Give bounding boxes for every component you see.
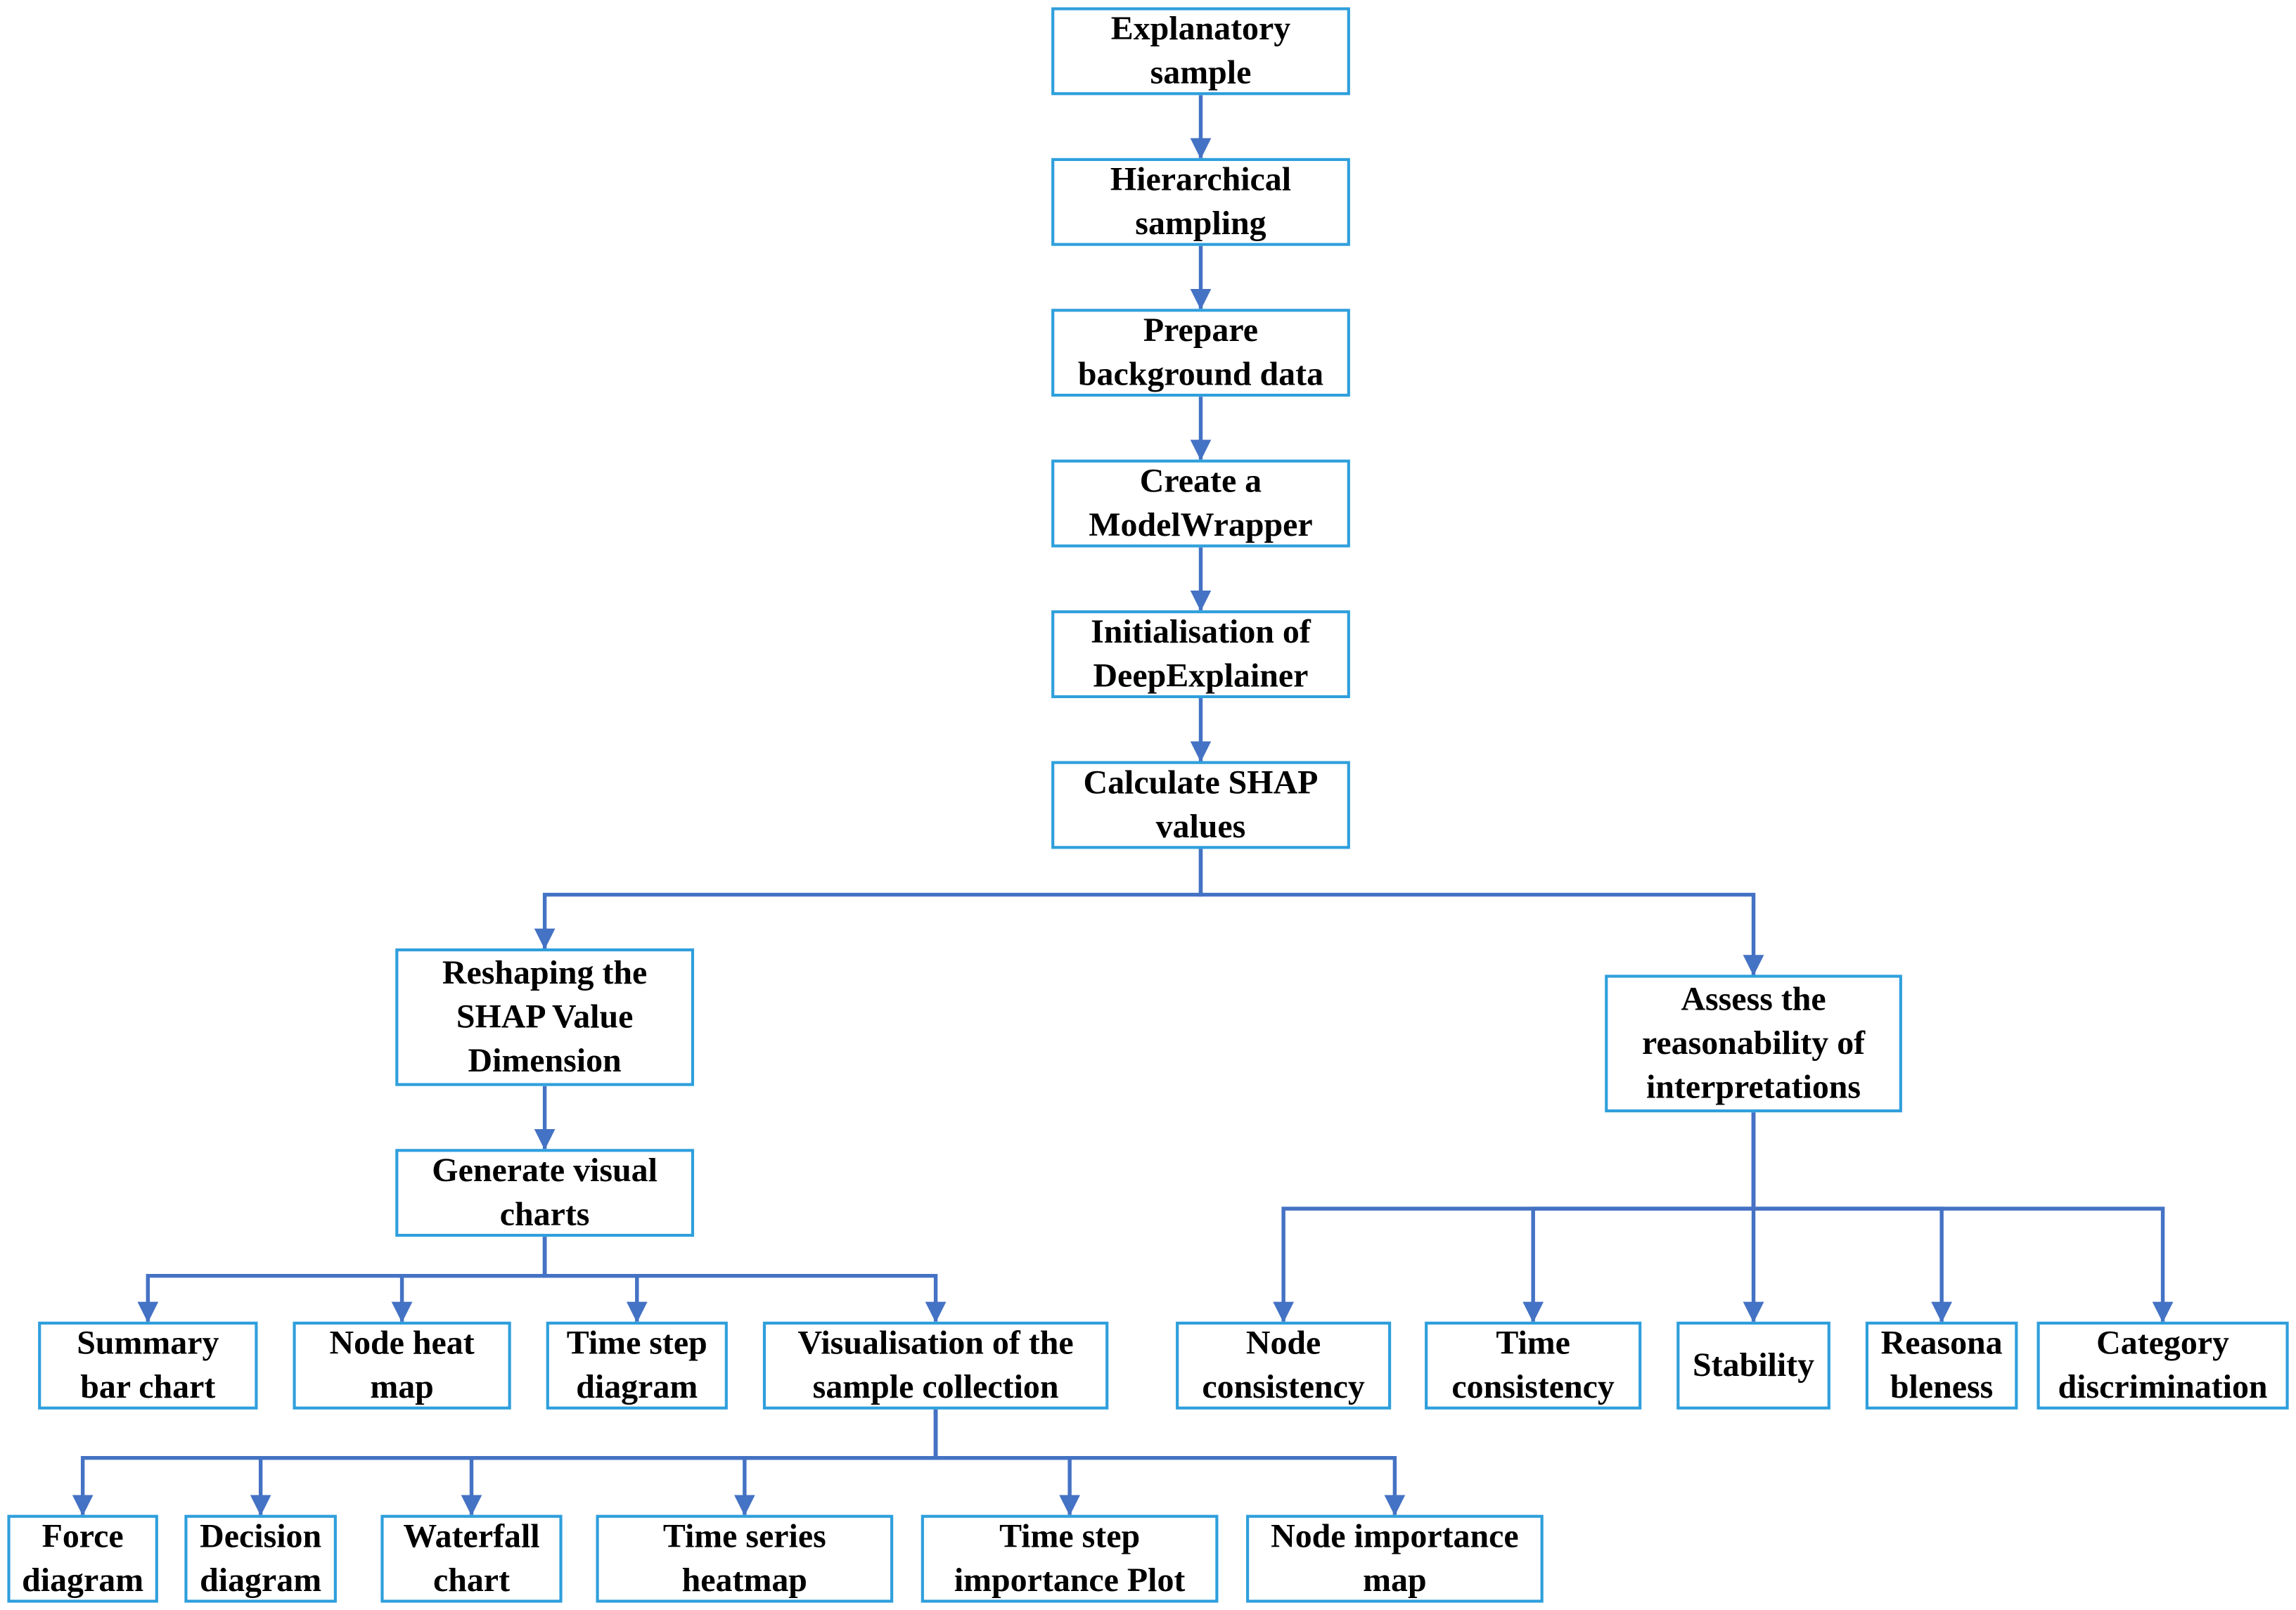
connector-generate-visual-charts-to-time-step-diagram xyxy=(542,1237,648,1323)
connector-assess-reasonability-to-time-consistency xyxy=(1522,1112,1756,1323)
node-node-heat-map: Node heat map xyxy=(293,1321,511,1410)
node-label-line: Waterfall xyxy=(403,1517,540,1554)
connector-generate-visual-charts-to-node-heat-map xyxy=(391,1237,547,1323)
node-label-line: ModelWrapper xyxy=(1089,506,1313,543)
node-label-line: sample collection xyxy=(812,1368,1059,1405)
node-label-line: Stability xyxy=(1693,1346,1815,1384)
node-label-line: bleness xyxy=(1890,1368,1994,1405)
node-node-importance-map: Node importance map xyxy=(1246,1514,1544,1603)
connector-visualisation-sample-collection-to-decision-diagram xyxy=(250,1409,938,1516)
node-label-line: diagram xyxy=(200,1561,322,1599)
node-initialisation-deepexplainer: Initialisation of DeepExplainer xyxy=(1051,610,1350,699)
node-force-diagram: Force diagram xyxy=(7,1514,158,1603)
node-node-consistency: Node consistency xyxy=(1176,1321,1392,1410)
node-label-line: Category xyxy=(2096,1325,2229,1362)
node-label-line: discrimination xyxy=(2058,1368,2268,1405)
node-reasonableness: Reasona bleness xyxy=(1865,1321,2018,1410)
node-label-line: Explanatory xyxy=(1110,10,1291,47)
node-assess-reasonability: Assess the reasonability of interpretation… xyxy=(1605,974,1902,1113)
node-label-line: Node heat xyxy=(329,1325,475,1362)
connector-calculate-shap-values-to-assess-reasonability xyxy=(1198,849,1764,976)
node-label-line: values xyxy=(1155,808,1246,845)
node-label-line: charts xyxy=(499,1195,590,1232)
node-label-line: Visualisation of the xyxy=(797,1325,1074,1362)
node-calculate-shap-values: Calculate SHAP values xyxy=(1051,761,1350,849)
connector-visualisation-sample-collection-to-time-series-heatmap xyxy=(733,1409,938,1516)
node-label-line: diagram xyxy=(22,1561,144,1599)
connector-calculate-shap-values-to-reshaping-shap-dimension xyxy=(534,849,1203,950)
node-label-line: heatmap xyxy=(681,1561,807,1599)
node-label-line: consistency xyxy=(1202,1368,1365,1405)
node-label-line: Assess the xyxy=(1681,980,1826,1017)
node-label-line: Generate visual xyxy=(432,1152,658,1189)
node-label-line: Dimension xyxy=(468,1042,622,1079)
connector-visualisation-sample-collection-to-force-diagram xyxy=(72,1409,938,1516)
node-label-line: Summary xyxy=(77,1325,219,1362)
node-label-line: bar chart xyxy=(80,1368,216,1405)
node-stability: Stability xyxy=(1676,1321,1830,1410)
node-label-line: Reshaping the xyxy=(442,954,648,991)
node-category-discrimination: Category discrimination xyxy=(2037,1321,2289,1410)
node-label-line: Hierarchical xyxy=(1110,160,1292,198)
node-label-line: interpretations xyxy=(1646,1068,1861,1105)
node-time-series-heatmap: Time series heatmap xyxy=(596,1514,894,1603)
node-explanatory-sample: Explanatory sample xyxy=(1051,7,1350,96)
node-label-line: chart xyxy=(432,1561,511,1599)
connector-visualisation-sample-collection-to-time-step-importance-plot xyxy=(933,1409,1081,1516)
node-hierarchical-sampling: Hierarchical sampling xyxy=(1051,157,1350,246)
node-label-line: map xyxy=(370,1368,434,1405)
node-time-consistency: Time consistency xyxy=(1425,1321,1642,1410)
node-waterfall-chart: Waterfall chart xyxy=(380,1514,563,1603)
node-label-line: SHAP Value xyxy=(456,998,634,1035)
connector-assess-reasonability-to-node-consistency xyxy=(1273,1112,1756,1323)
connector-assess-reasonability-to-category-discrimination xyxy=(1751,1112,2174,1323)
node-label-line: reasonability of xyxy=(1642,1024,1866,1062)
node-label-line: Initialisation of xyxy=(1091,613,1311,650)
connector-generate-visual-charts-to-summary-bar-chart xyxy=(137,1237,547,1323)
node-label-line: Decision xyxy=(200,1517,322,1554)
node-label-line: background data xyxy=(1077,355,1324,392)
connector-visualisation-sample-collection-to-node-importance-map xyxy=(933,1409,1406,1516)
node-create-modelwrapper: Create a ModelWrapper xyxy=(1051,459,1350,548)
node-visualisation-sample-collection: Visualisation of the sample collection xyxy=(762,1321,1109,1410)
node-summary-bar-chart: Summary bar chart xyxy=(38,1321,258,1410)
node-time-step-importance-plot: Time step importance Plot xyxy=(921,1514,1219,1603)
node-label-line: sampling xyxy=(1135,205,1266,242)
connector-assess-reasonability-to-reasonableness xyxy=(1751,1112,1953,1323)
node-label-line: Calculate SHAP xyxy=(1083,764,1319,801)
node-label-line: DeepExplainer xyxy=(1093,657,1309,694)
node-label-line: Create a xyxy=(1139,462,1262,499)
node-decision-diagram: Decision diagram xyxy=(184,1514,337,1603)
node-label-line: sample xyxy=(1150,54,1252,91)
node-label-line: Node xyxy=(1245,1325,1321,1362)
node-label-line: map xyxy=(1363,1561,1427,1599)
node-label-line: Time step xyxy=(566,1325,707,1362)
node-label-line: Prepare xyxy=(1143,311,1259,349)
node-label-line: consistency xyxy=(1451,1368,1615,1405)
node-label-line: Time step xyxy=(999,1517,1141,1554)
node-label-line: diagram xyxy=(576,1368,698,1405)
node-generate-visual-charts: Generate visual charts xyxy=(395,1149,695,1237)
node-label-line: Time xyxy=(1496,1325,1570,1362)
node-prepare-background-data: Prepare background data xyxy=(1051,309,1350,397)
node-label-line: Node importance xyxy=(1271,1517,1519,1554)
connector-generate-visual-charts-to-visualisation-sample-collection xyxy=(542,1237,947,1323)
node-label-line: Force xyxy=(41,1517,124,1554)
connector-visualisation-sample-collection-to-waterfall-chart xyxy=(461,1409,938,1516)
node-time-step-diagram: Time step diagram xyxy=(546,1321,728,1410)
node-label-line: importance Plot xyxy=(954,1561,1186,1599)
node-label-line: Reasona xyxy=(1880,1325,2003,1362)
node-label-line: Time series xyxy=(662,1517,826,1554)
